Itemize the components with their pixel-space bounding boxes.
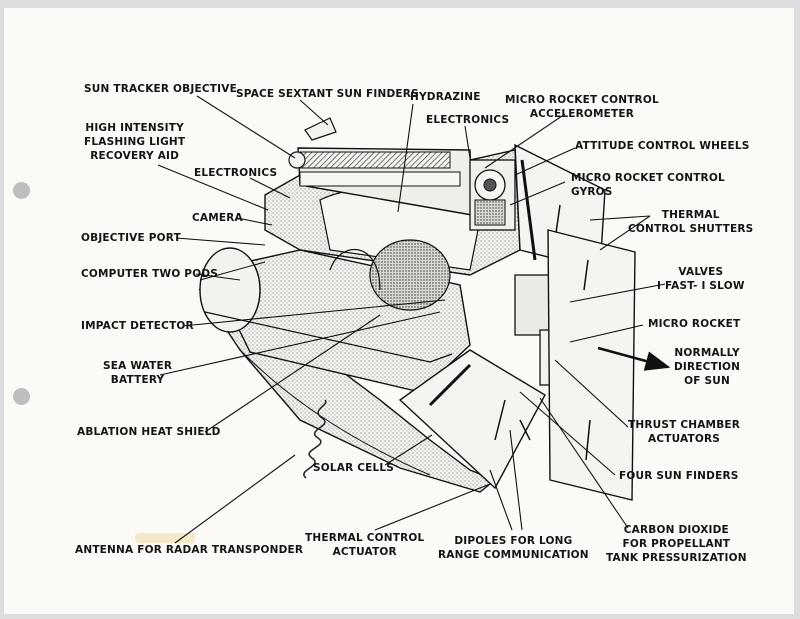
label-objective-port: OBJECTIVE PORT bbox=[81, 232, 181, 244]
label-sun-tracker-objective: SUN TRACKER OBJECTIVE bbox=[84, 83, 237, 95]
sun-finder-tubes-shape bbox=[288, 117, 473, 216]
solar-panel-right bbox=[547, 229, 636, 501]
label-four-sun-finders: FOUR SUN FINDERS bbox=[619, 470, 739, 482]
label-antenna-radar-transponder: ANTENNA FOR RADAR TRANSPONDER bbox=[75, 544, 304, 556]
label-micro-rocket-control-accelerometer: MICRO ROCKET CONTROL ACCELEROMETER bbox=[505, 94, 659, 120]
label-space-sextant-sun-finders: SPACE SEXTANT SUN FINDERS bbox=[236, 88, 419, 100]
label-sea-water-battery: SEA WATER BATTERY bbox=[103, 360, 173, 386]
label-hydrazine: HYDRAZINE bbox=[410, 91, 481, 103]
solar-panel-lower bbox=[398, 349, 546, 490]
binder-hole-bottom bbox=[13, 388, 30, 405]
label-thermal-control-shutters: THERMAL CONTROL SHUTTERS bbox=[628, 209, 754, 235]
label-impact-detector: IMPACT DETECTOR bbox=[81, 320, 194, 332]
label-micro-rocket-control-gyros: MICRO ROCKET CONTROL GYROS bbox=[571, 172, 725, 198]
label-valves: VALVES I FAST- I SLOW bbox=[657, 266, 745, 292]
label-dipoles: DIPOLES FOR LONG RANGE COMMUNICATION bbox=[438, 535, 589, 561]
label-thermal-control-actuator: THERMAL CONTROL ACTUATOR bbox=[305, 532, 425, 558]
label-carbon-dioxide: CARBON DIOXIDE FOR PROPELLANT TANK PRESS… bbox=[606, 524, 747, 564]
antenna-spring-shape bbox=[303, 399, 327, 479]
label-high-intensity-flashing-light: HIGH INTENSITY FLASHING LIGHT RECOVERY A… bbox=[84, 122, 186, 162]
label-normally-direction-of-sun: NORMALLY DIRECTION OF SUN bbox=[674, 347, 741, 387]
label-solar-cells: SOLAR CELLS bbox=[313, 462, 395, 474]
sun-direction-arrow bbox=[597, 346, 671, 371]
binder-hole-top bbox=[13, 182, 30, 199]
label-camera: CAMERA bbox=[192, 212, 243, 224]
label-ablation-heat-shield: ABLATION HEAT SHIELD bbox=[77, 426, 221, 438]
label-thrust-chamber-actuators: THRUST CHAMBER ACTUATORS bbox=[628, 419, 741, 445]
label-attitude-control-wheels: ATTITUDE CONTROL WHEELS bbox=[575, 140, 750, 152]
label-electronics-top: ELECTRONICS bbox=[426, 114, 510, 126]
label-computer-two-pods: COMPUTER TWO PODS bbox=[81, 268, 219, 280]
label-micro-rocket: MICRO ROCKET bbox=[648, 318, 741, 330]
leader-lines bbox=[157, 95, 666, 544]
paper-stain bbox=[135, 533, 195, 543]
label-electronics-left: ELECTRONICS bbox=[194, 167, 278, 179]
